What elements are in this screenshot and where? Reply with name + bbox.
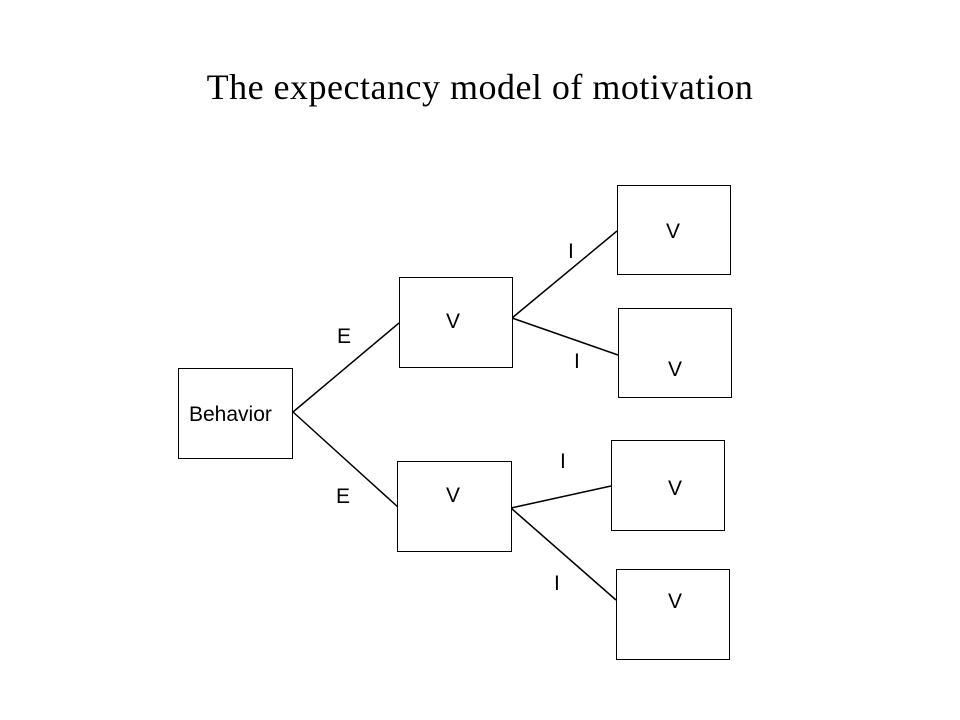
valence-box-out-4: [616, 569, 730, 660]
valence-box-mid-top: [399, 277, 513, 368]
valence-label-out-4: V: [668, 590, 683, 613]
connector-v-top-to-out-1: [511, 230, 618, 319]
valence-box-out-2: [618, 308, 732, 398]
connector-v-bottom-to-out-4: [510, 507, 617, 601]
valence-label-mid-top: V: [446, 310, 461, 333]
behavior-box: [178, 368, 293, 459]
instrumentality-label-1: I: [568, 240, 574, 263]
valence-box-out-3: [611, 440, 725, 531]
instrumentality-label-4: I: [554, 572, 560, 595]
valence-label-mid-bottom: V: [446, 484, 461, 507]
page-title: The expectancy model of motivation: [206, 67, 754, 107]
expectancy-label-top: E: [337, 325, 352, 348]
instrumentality-label-2: I: [574, 350, 580, 373]
behavior-label: Behavior: [189, 403, 272, 426]
valence-box-out-1: [617, 185, 731, 275]
expectancy-label-bottom: E: [336, 485, 351, 508]
connector-v-bottom-to-out-3: [510, 485, 612, 509]
valence-label-out-2: V: [668, 358, 683, 381]
connector-behavior-to-v-top: [292, 322, 400, 413]
connector-behavior-to-v-bottom: [292, 411, 400, 509]
connector-v-top-to-out-2: [511, 317, 619, 356]
instrumentality-label-3: I: [560, 450, 566, 473]
valence-label-out-1: V: [666, 220, 681, 243]
valence-box-mid-bottom: [397, 461, 512, 552]
valence-label-out-3: V: [668, 477, 683, 500]
